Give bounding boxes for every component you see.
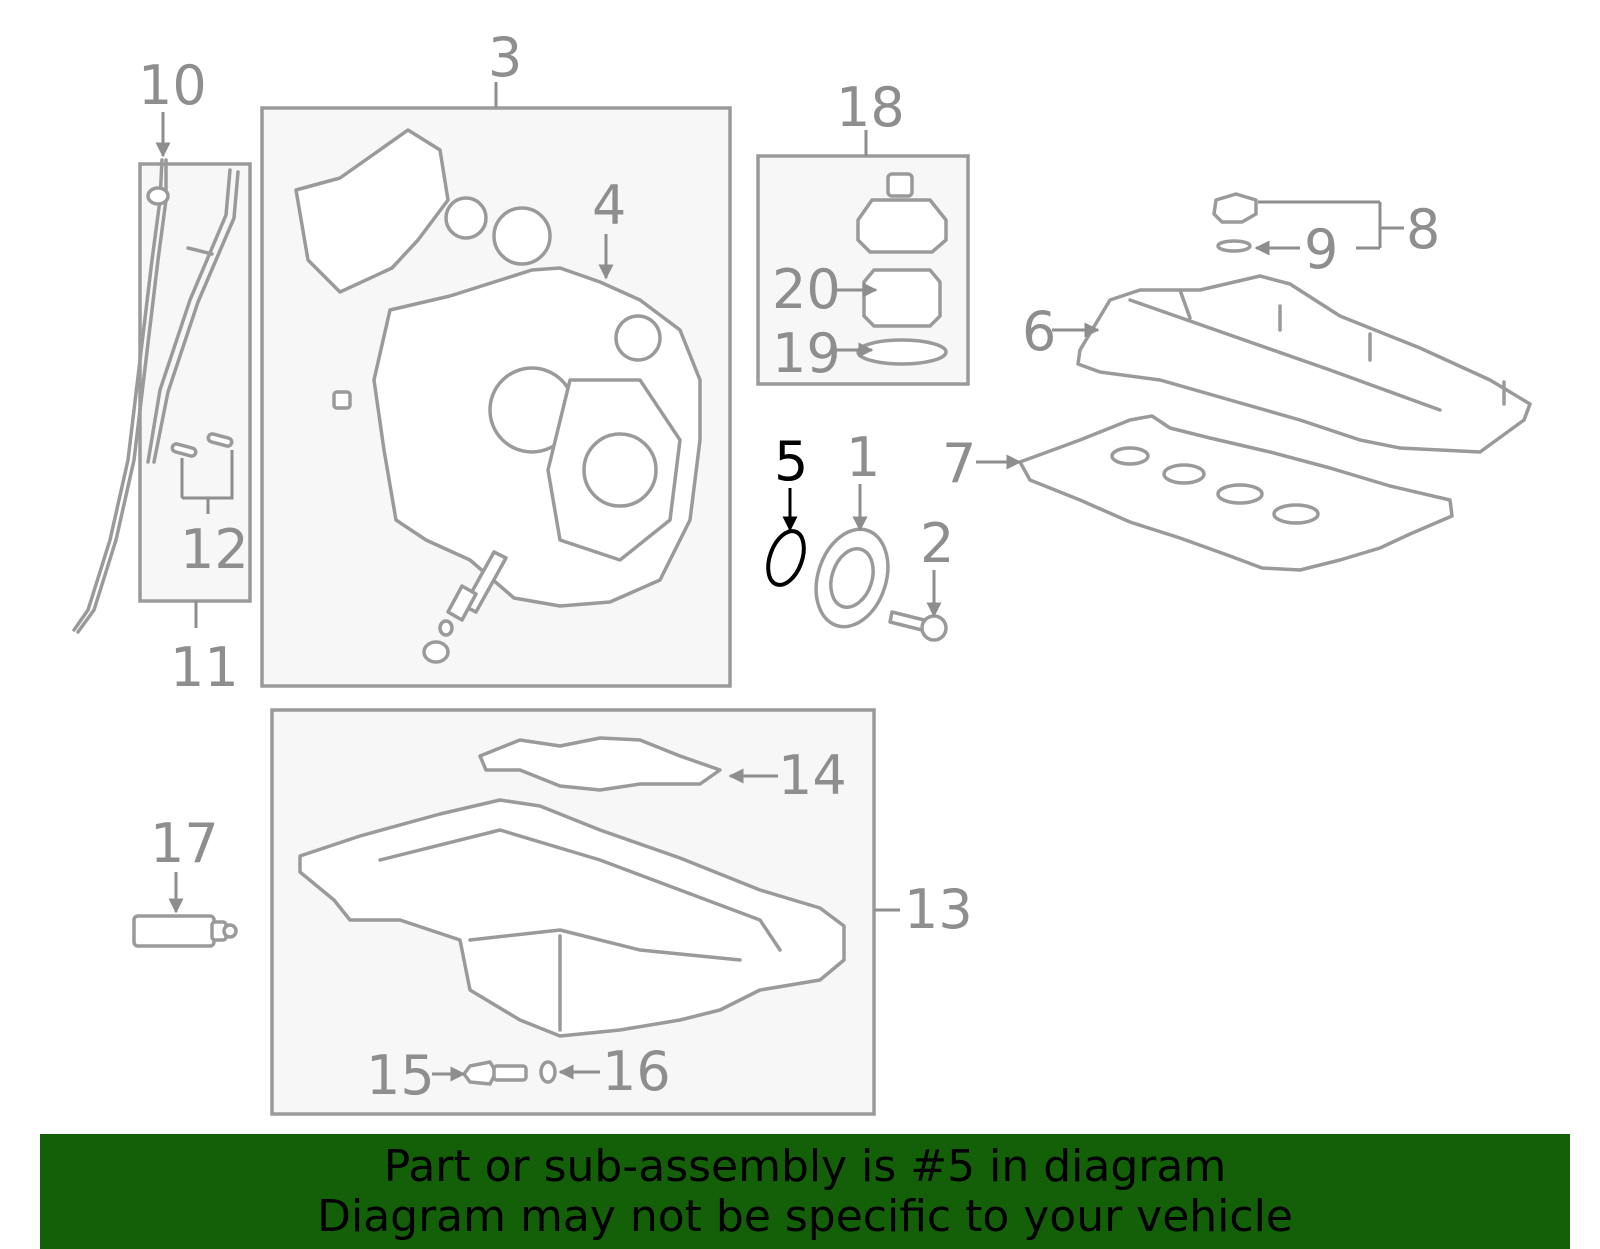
callout-13: 13 bbox=[904, 878, 973, 941]
callout-12: 12 bbox=[180, 518, 249, 581]
callout-16: 16 bbox=[602, 1040, 671, 1103]
oil-filter-housing-part-18 bbox=[856, 172, 948, 366]
callout-9: 9 bbox=[1304, 218, 1338, 281]
cap-seal-part-9 bbox=[1216, 239, 1252, 253]
pulley-part-1 bbox=[814, 527, 890, 629]
leader-8 bbox=[1258, 200, 1404, 250]
fasteners-part-12 bbox=[170, 432, 234, 458]
seal-part-5 bbox=[766, 529, 806, 587]
callout-15: 15 bbox=[366, 1044, 435, 1107]
callout-19: 19 bbox=[772, 322, 841, 385]
dipstick-part-10 bbox=[72, 158, 170, 634]
callout-5: 5 bbox=[774, 430, 808, 493]
sealant-tube-part-17 bbox=[132, 914, 238, 948]
parts-diagram: 10 3 4 12 11 18 20 19 5 1 2 6 7 8 9 14 1… bbox=[72, 26, 1532, 1116]
callout-18: 18 bbox=[836, 76, 905, 139]
callout-2: 2 bbox=[920, 512, 954, 575]
callout-3: 3 bbox=[488, 26, 522, 89]
callout-17: 17 bbox=[150, 812, 219, 875]
oil-baffle-part-14 bbox=[478, 736, 722, 792]
drain-plug-part-15 bbox=[462, 1060, 528, 1086]
oil-pan-part-13 bbox=[298, 798, 846, 1038]
callout-6: 6 bbox=[1022, 300, 1056, 363]
callout-7: 7 bbox=[942, 432, 976, 495]
timing-cover-part-3-4 bbox=[294, 128, 702, 664]
callout-20: 20 bbox=[772, 258, 841, 321]
dipstick-tube-part-11 bbox=[146, 168, 240, 464]
leader-12 bbox=[180, 450, 234, 514]
banner-line-1: Part or sub-assembly is #5 in diagram bbox=[383, 1141, 1227, 1192]
valve-cover-part-6 bbox=[1076, 274, 1532, 454]
callout-1: 1 bbox=[846, 426, 880, 489]
washer-part-16 bbox=[539, 1060, 557, 1084]
info-banner: Part or sub-assembly is #5 in diagram Di… bbox=[40, 1134, 1570, 1249]
callout-4: 4 bbox=[592, 174, 626, 237]
callout-11: 11 bbox=[170, 636, 239, 699]
group-box-11 bbox=[138, 162, 252, 603]
callout-14: 14 bbox=[778, 744, 847, 807]
bolt-part-2 bbox=[888, 610, 948, 642]
callout-10: 10 bbox=[138, 54, 207, 117]
filler-cap-part-8 bbox=[1212, 192, 1258, 224]
callout-8: 8 bbox=[1406, 198, 1440, 261]
banner-line-2: Diagram may not be specific to your vehi… bbox=[317, 1191, 1293, 1242]
gasket-part-7 bbox=[1018, 414, 1454, 572]
